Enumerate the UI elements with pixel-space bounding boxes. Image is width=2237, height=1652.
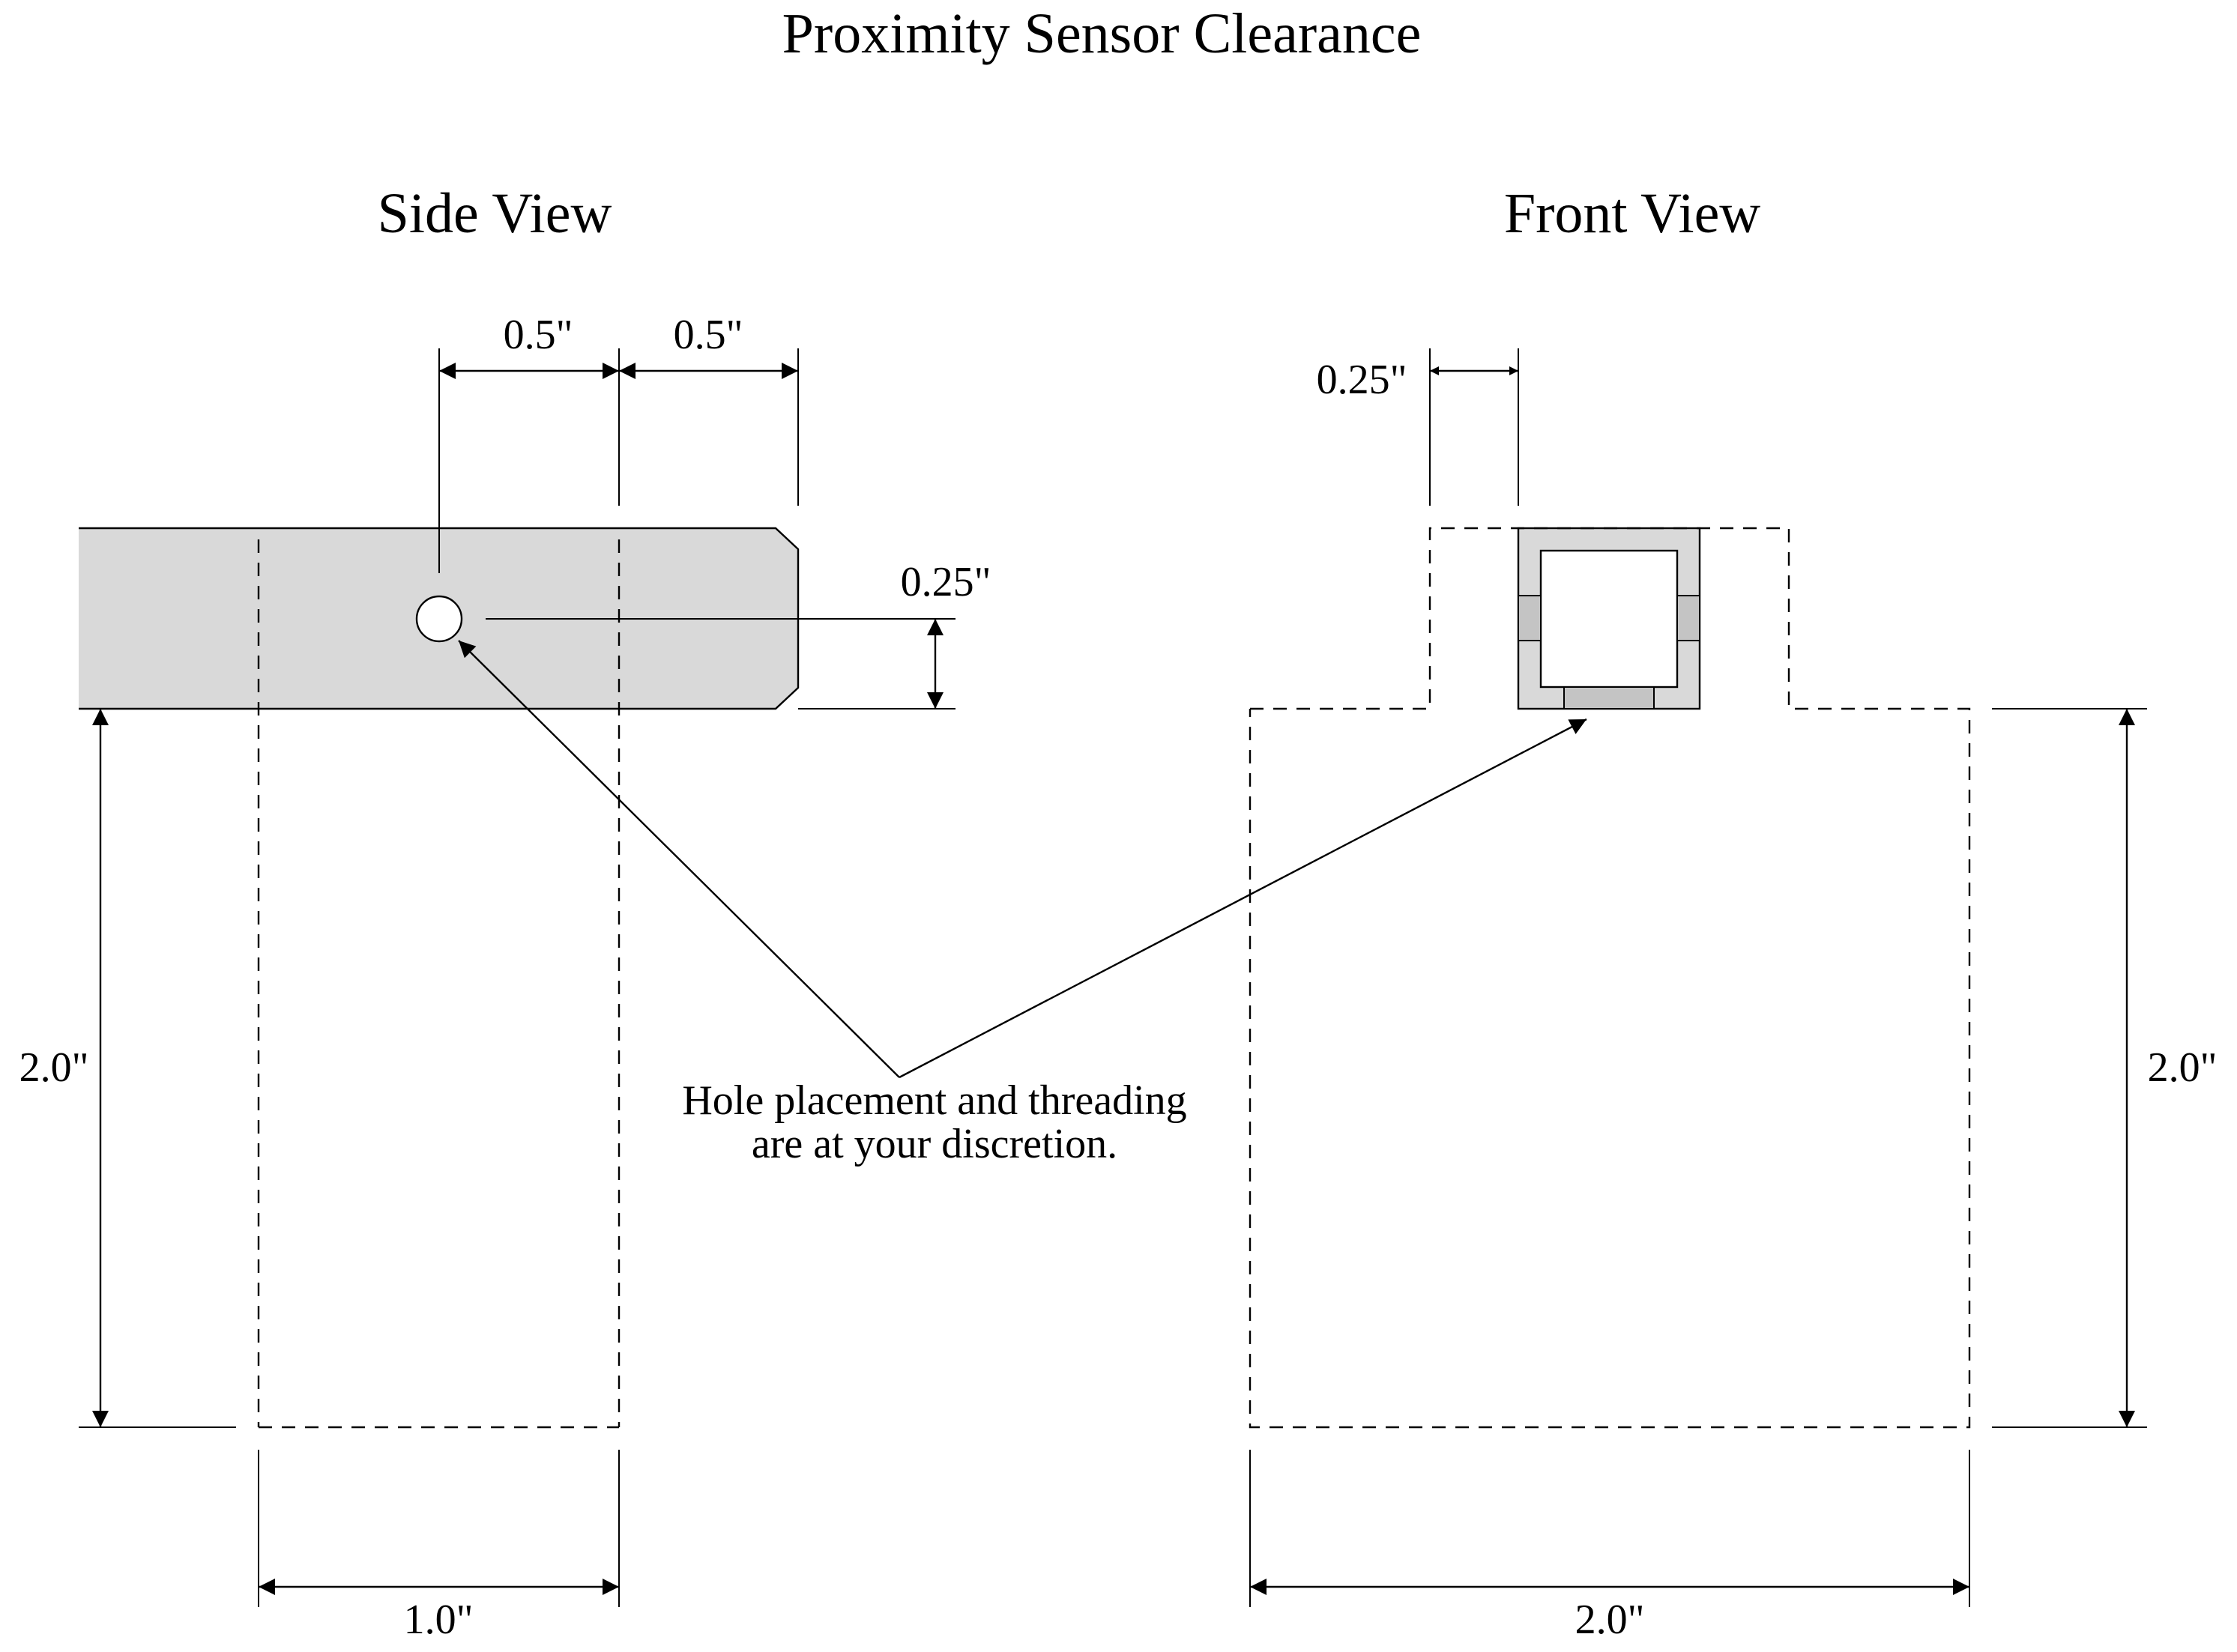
note-leader-to-side-hole — [458, 640, 900, 1078]
side-dim-hole-offset-label: 0.5" — [504, 312, 573, 358]
front-clearance-outline — [1249, 527, 1971, 1429]
front-sensor-right-pad — [1676, 595, 1700, 641]
front-sensor-bottom-pad — [1563, 686, 1655, 709]
front-view: 0.25" 2.0" 2.0" — [1249, 348, 2218, 1643]
page-title: Proximity Sensor Clearance — [782, 2, 1422, 65]
front-view-label: Front View — [1504, 182, 1760, 245]
note-line-2: are at your discretion. — [752, 1121, 1117, 1167]
side-view: 0.5" 0.5" 0.25" 2.0" 1.0" — [19, 312, 991, 1643]
side-dim-end-offset-label: 0.5" — [674, 312, 743, 358]
front-dim-clearance-width-label: 2.0" — [1575, 1597, 1645, 1643]
front-dim-clearance-height-label: 2.0" — [2148, 1044, 2218, 1091]
side-dim-clearance-width-label: 1.0" — [404, 1597, 474, 1643]
front-sensor-opening — [1539, 549, 1679, 689]
note-line-1: Hole placement and threading — [682, 1077, 1186, 1124]
hole-note: Hole placement and threading are at your… — [458, 640, 1587, 1167]
side-dim-hole-height-label: 0.25" — [901, 559, 991, 605]
side-dim-clearance-height-label: 2.0" — [19, 1044, 89, 1091]
side-hole — [415, 595, 463, 643]
side-view-label: Side View — [378, 182, 612, 245]
front-sensor-left-pad — [1518, 595, 1542, 641]
note-leader-to-front-sensor — [899, 718, 1587, 1079]
front-dim-offset-label: 0.25" — [1317, 357, 1407, 403]
